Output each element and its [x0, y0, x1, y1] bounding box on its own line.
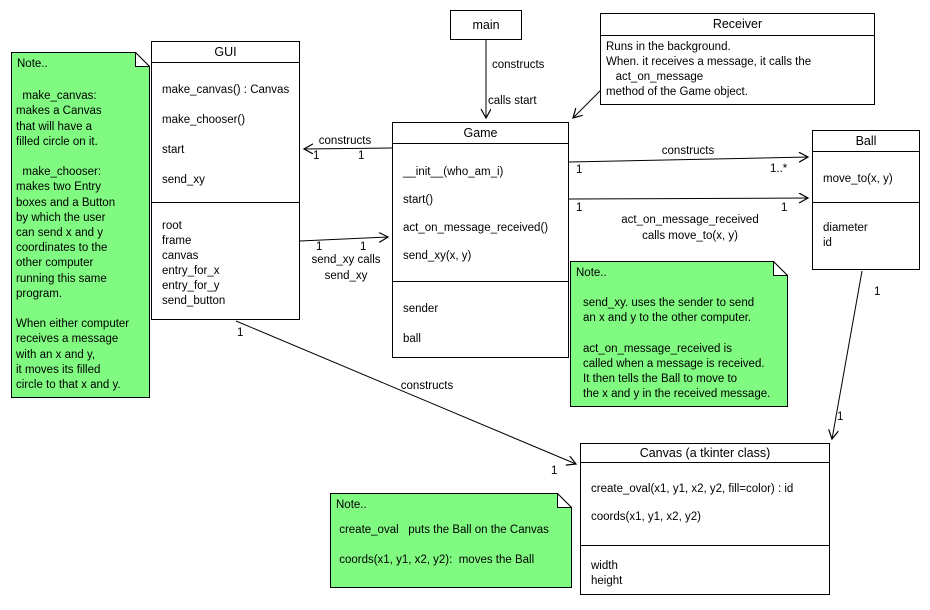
multiplicity: 1: [237, 327, 244, 339]
multiplicity: 1..*: [770, 163, 788, 175]
edge-game-ball-act[interactable]: [568, 198, 808, 199]
multiplicity: 1: [360, 241, 367, 253]
multiplicity: 1: [313, 150, 320, 162]
note-game-description[interactable]: Note.. send_xy. uses the sender to send …: [570, 261, 788, 407]
class-title-canvas: Canvas (a tkinter class): [581, 444, 829, 463]
class-attribute: send_button: [162, 295, 226, 307]
note-header: Note..: [336, 499, 367, 511]
multiplicity: 1: [358, 150, 365, 162]
multiplicity: 1: [874, 286, 881, 298]
class-method: act_on_message_received(): [403, 222, 549, 234]
edge-gui-canvas-constructs[interactable]: [235, 320, 576, 464]
note-shape: [330, 493, 572, 588]
class-attribute: frame: [162, 235, 192, 247]
note-canvas-description[interactable]: Note.. create_oval puts the Ball on the …: [330, 493, 572, 588]
class-attribute: height: [591, 575, 623, 587]
class-attribute: id: [823, 237, 832, 249]
edge-game-ball-constructs[interactable]: [568, 157, 808, 162]
class-method: send_xy: [162, 174, 205, 186]
edge-label-game-ball-constructs: constructs: [661, 145, 715, 157]
class-method: create_oval(x1, y1, x2, y2, fill=color) …: [591, 483, 794, 495]
edge-label-gui-canvas-constructs: constructs: [400, 380, 454, 392]
class-box-receiver[interactable]: Receiver Runs in the background. When. i…: [600, 13, 875, 105]
class-box-ball[interactable]: Ball move_to(x, y) diameter id: [812, 130, 920, 270]
multiplicity: 1: [576, 164, 583, 176]
class-attribute: entry_for_x: [162, 265, 220, 277]
receiver-description: Runs in the background. When. it receive…: [606, 41, 812, 98]
class-method: start(): [403, 194, 434, 206]
class-attribute: width: [591, 560, 618, 572]
note-gui-description[interactable]: Note.. make_canvas: makes a Canvas that …: [11, 52, 150, 398]
class-attribute: canvas: [162, 250, 199, 262]
edge-label-main-constructs: constructs: [492, 59, 545, 71]
note-body: create_oval puts the Ball on the Canvas …: [339, 524, 549, 566]
edge-game-gui-constructs[interactable]: [304, 148, 393, 149]
edge-label-act-calls-moveto: act_on_message_received calls move_to(x,…: [621, 214, 759, 242]
class-title-gui: GUI: [152, 42, 299, 63]
class-box-main[interactable]: main: [450, 10, 522, 40]
class-title-ball: Ball: [813, 131, 919, 152]
edge-gui-game-sendxy[interactable]: [299, 237, 388, 241]
multiplicity: 1: [837, 411, 844, 423]
class-box-canvas[interactable]: Canvas (a tkinter class) create_oval(x1,…: [580, 443, 830, 595]
note-shape: [11, 52, 150, 398]
note-shape: [570, 261, 788, 407]
class-attribute: sender: [403, 303, 439, 315]
note-body: send_xy. uses the sender to send an x an…: [583, 297, 771, 401]
multiplicity: 1: [551, 465, 558, 477]
class-method: move_to(x, y): [823, 173, 893, 185]
edge-label-calls-start: calls start: [488, 95, 537, 107]
class-box-game[interactable]: Game __init__(who_am_i) start() act_on_m…: [392, 122, 569, 358]
class-attribute: ball: [403, 333, 421, 345]
class-method: coords(x1, y1, x2, y2): [591, 511, 701, 523]
class-method: make_canvas() : Canvas: [162, 84, 290, 96]
class-title-receiver: Receiver: [601, 14, 874, 36]
class-attribute: root: [162, 220, 182, 232]
class-attribute: diameter: [823, 222, 868, 234]
class-title-game: Game: [393, 123, 568, 144]
multiplicity: 1: [781, 202, 788, 214]
class-method: __init__(who_am_i): [403, 166, 504, 178]
edge-label-sendxy-calls: send_xy calls send_xy: [311, 254, 381, 282]
note-header: Note..: [576, 267, 607, 279]
note-body: make_canvas: makes a Canvas that will ha…: [16, 90, 130, 392]
edge-label-game-gui-constructs: constructs: [318, 135, 372, 147]
class-method: make_chooser(): [162, 114, 246, 126]
class-method: start: [162, 144, 185, 156]
multiplicity: 1: [316, 241, 323, 253]
class-box-gui[interactable]: GUI make_canvas() : Canvas make_chooser(…: [151, 41, 300, 320]
class-title-main: main: [472, 18, 500, 32]
multiplicity: 1: [576, 202, 583, 214]
edge-ball-canvas[interactable]: [832, 270, 863, 439]
class-method: send_xy(x, y): [403, 250, 472, 262]
edge-receiver-game[interactable]: [573, 89, 602, 118]
class-attribute: entry_for_y: [162, 280, 220, 292]
note-header: Note..: [17, 58, 48, 70]
